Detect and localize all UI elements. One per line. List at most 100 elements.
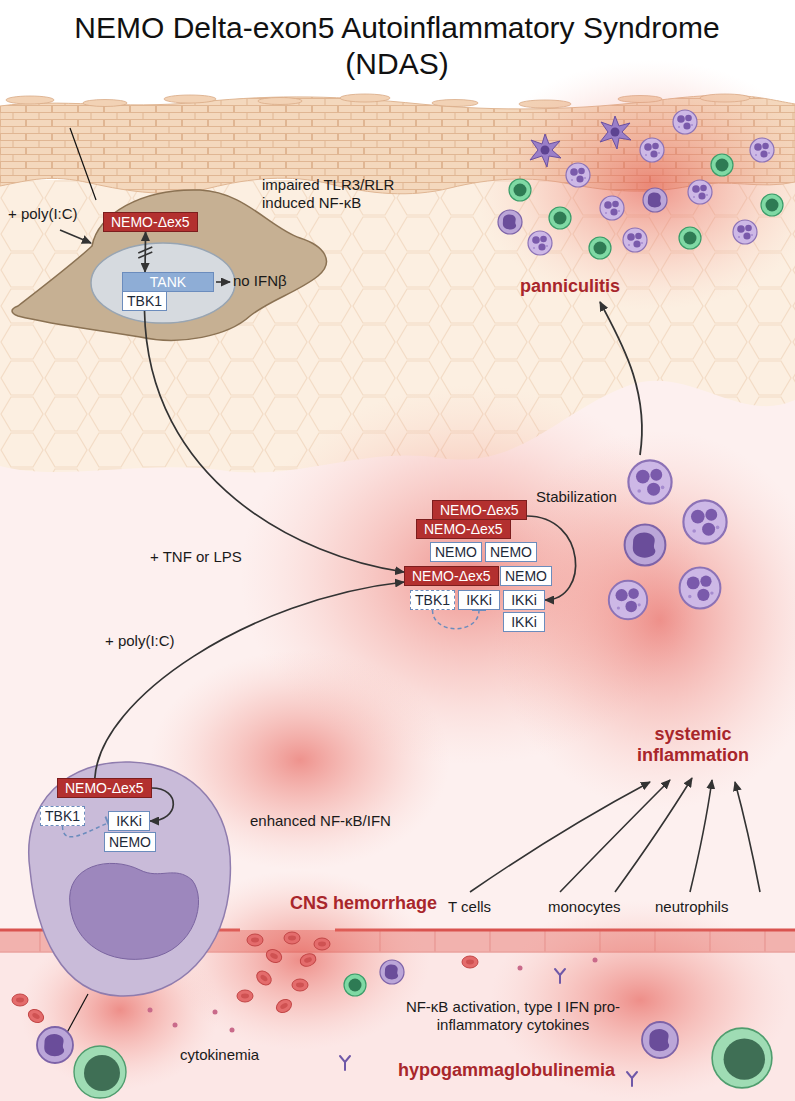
text-label: monocytes: [548, 898, 621, 916]
text-label: impaired TLR3/RLR induced NF-κB: [262, 176, 402, 212]
box-text: TBK1: [415, 592, 450, 608]
dendritic-cell: [530, 134, 561, 167]
box-text: NEMO: [435, 544, 477, 560]
neutrophil: [623, 228, 647, 252]
red-blood-cell: [298, 952, 317, 969]
neutrophil: [680, 568, 721, 609]
recruitment-arrow: [470, 782, 650, 892]
box-text: NEMO-Δex5: [424, 521, 503, 537]
protein-box: TBK1: [410, 590, 455, 610]
neutrophil: [750, 138, 774, 162]
arrow-connector: [144, 232, 146, 272]
red-blood-cell: [12, 994, 28, 1006]
box-text: IKKi: [508, 614, 540, 630]
mutant-protein-box: NEMO-Δex5: [103, 212, 198, 232]
text-label: + TNF or LPS: [150, 548, 242, 566]
text-label: T cells: [448, 898, 491, 916]
inflammation-glow: [490, 430, 795, 810]
monocyte-cell: [29, 762, 231, 996]
red-blood-cell: [292, 979, 308, 991]
neutrophil: [600, 196, 624, 220]
mutant-protein-box: NEMO-Δex5: [432, 500, 527, 520]
monocyte: [380, 960, 404, 984]
inhibition-connector: [433, 610, 479, 629]
protein-box: TBK1: [40, 806, 85, 826]
text-label: CNS hemorrhage: [290, 893, 437, 914]
monocyte: [643, 188, 667, 212]
recruitment-arrow: [690, 780, 712, 892]
skin-flake: [432, 100, 478, 107]
skin-flake: [83, 100, 127, 107]
text-label: hypogammaglobulinemia: [398, 1060, 615, 1081]
box-text: TBK1: [45, 808, 80, 824]
mutant-protein-box: NEMO-Δex5: [416, 519, 511, 539]
neutrophil: [609, 581, 647, 619]
protein-box: NEMO: [500, 566, 552, 586]
red-blood-cell: [284, 932, 300, 944]
t-cell: [549, 207, 571, 229]
neutrophil: [683, 500, 726, 543]
antibody: [340, 1056, 350, 1070]
arrow-connector: [95, 582, 404, 778]
protein-box: NEMO: [485, 542, 537, 562]
text-label: + poly(I:C): [8, 205, 78, 223]
lymphocyte: [712, 1028, 772, 1088]
antibody: [627, 1072, 637, 1086]
red-blood-cell: [264, 947, 284, 965]
skin-flake: [340, 94, 390, 102]
text-label: Stabilization: [536, 488, 617, 506]
box-text: NEMO-Δex5: [111, 214, 190, 230]
protein-box: IKKi: [503, 612, 545, 632]
box-text: NEMO-Δex5: [412, 568, 491, 584]
box-text: TBK1: [127, 293, 162, 309]
stimulus-arrow: [60, 230, 91, 243]
recruitment-arrow: [615, 778, 692, 892]
inflammation-glow: [475, 60, 795, 310]
text-label: enhanced NF-κB/IFN: [250, 812, 391, 830]
disruption-mark: [138, 247, 152, 258]
t-cell: [679, 227, 701, 249]
cytokine-dot: [230, 1028, 235, 1033]
neutrophil: [640, 138, 664, 162]
fibroblast-nucleus: [91, 243, 235, 323]
protein-box: TBK1: [122, 291, 167, 311]
box-text: NEMO: [490, 544, 532, 560]
dendritic-cell: [600, 116, 631, 149]
red-blood-cell: [274, 997, 294, 1015]
neutrophil: [688, 180, 712, 204]
box-text: IKKi: [508, 592, 540, 608]
title: NEMO Delta-exon5 Autoinflammatory Syndro…: [47, 10, 747, 82]
text-label: systemic inflammation: [628, 724, 758, 766]
recruitment-arrow: [735, 782, 760, 892]
red-blood-cell: [247, 934, 263, 946]
t-cell: [509, 179, 531, 201]
mutant-protein-box: NEMO-Δex5: [57, 778, 152, 798]
neutrophil: [673, 110, 697, 134]
t-cell: [589, 237, 611, 259]
mutant-protein-box: NEMO-Δex5: [404, 566, 499, 586]
box-text: NEMO: [109, 834, 151, 850]
protein-box: NEMO: [104, 832, 156, 852]
text-label: neutrophils: [655, 898, 728, 916]
cytokine-dot: [148, 1008, 153, 1013]
neutrophil: [628, 460, 671, 503]
t-cell: [344, 974, 366, 996]
box-text: IKKi: [463, 592, 495, 608]
text-label: NF-κB activation, type I IFN pro-inflamm…: [398, 998, 628, 1034]
cytokine-dot: [518, 966, 523, 971]
red-blood-cell: [462, 956, 478, 968]
output-arrow: [216, 281, 230, 283]
box-text: IKKi: [113, 813, 145, 829]
red-blood-cell: [254, 968, 274, 987]
red-blood-cell: [26, 1007, 46, 1025]
monocyte: [498, 210, 522, 234]
neutrophil: [528, 231, 552, 255]
monocyte: [625, 525, 666, 566]
inflammation-arrow: [600, 302, 642, 455]
text-label: no IFNβ: [233, 272, 287, 290]
monocyte-nucleus: [70, 863, 199, 959]
protein-box: TANK: [122, 272, 214, 292]
arrow-connector: [145, 311, 404, 572]
